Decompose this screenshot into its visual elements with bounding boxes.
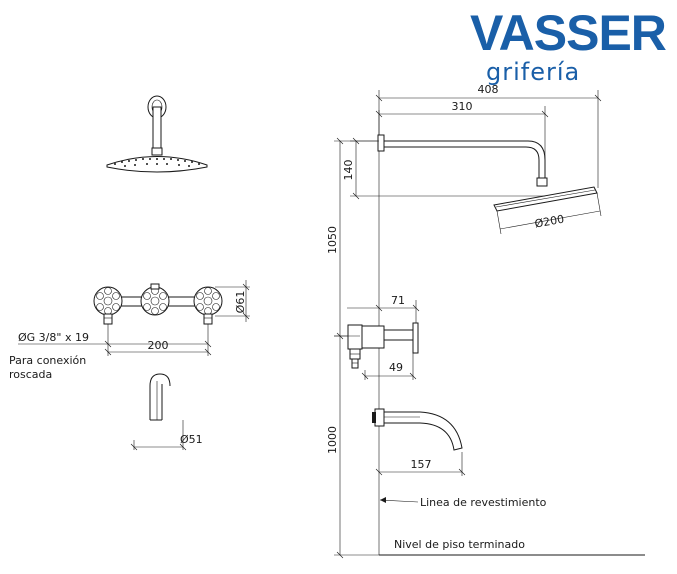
arm-reach-label: 310 (452, 100, 473, 113)
head-diameter-label: Ø200 (534, 213, 565, 231)
centers-dimension: ØG 3/8" x 19 200 (18, 324, 212, 356)
arm-dimensions: 408 310 140 (342, 83, 602, 200)
spout-height-label: 1000 (326, 426, 339, 454)
brand-logo: VASSER grifería (470, 5, 668, 86)
brand-name: VASSER (470, 5, 667, 61)
shower-head-side-view (493, 186, 598, 212)
connection-note-line1: Para conexión (9, 354, 86, 367)
spout-side-view (372, 408, 463, 451)
valve-inlet-depth-label: 49 (389, 361, 403, 374)
total-reach-label: 408 (478, 83, 499, 96)
valve-side-view (347, 322, 419, 369)
shower-head-front-view (106, 95, 208, 173)
shower-height-label: 1050 (326, 226, 339, 254)
left-handle-icon (93, 286, 123, 316)
floor-line-label: Nivel de piso terminado (394, 538, 525, 551)
wall-line-label: Linea de revestimiento (420, 496, 547, 509)
handle-diameter-label: Ø61 (234, 291, 247, 314)
spout-reach-label: 157 (411, 458, 432, 471)
valve-depth-label: 71 (391, 294, 405, 307)
shower-arm-side-view (377, 134, 548, 187)
wall-callout: Linea de revestimiento (379, 496, 547, 509)
connection-note-line2: roscada (9, 368, 52, 381)
valve-dimensions: 71 49 (347, 294, 420, 380)
shower-head-nozzles (114, 158, 200, 167)
thread-spec-label: ØG 3/8" x 19 (18, 331, 89, 344)
centers-label: 200 (148, 339, 169, 352)
floor-callout: Nivel de piso terminado (394, 538, 525, 551)
valve-front-view (93, 283, 223, 325)
valve-body-icon (140, 283, 170, 316)
head-diameter-dimension: Ø200 (496, 192, 602, 235)
spout-front-view: Ø51 (130, 373, 203, 451)
right-handle-icon (193, 286, 223, 316)
spout-diameter-label: Ø51 (180, 433, 203, 446)
spout-dimensions: 157 1000 (326, 335, 466, 559)
arm-drop-label: 140 (342, 160, 355, 181)
handle-diameter-dimension: Ø61 (215, 280, 250, 322)
brand-tagline: grifería (486, 58, 580, 86)
